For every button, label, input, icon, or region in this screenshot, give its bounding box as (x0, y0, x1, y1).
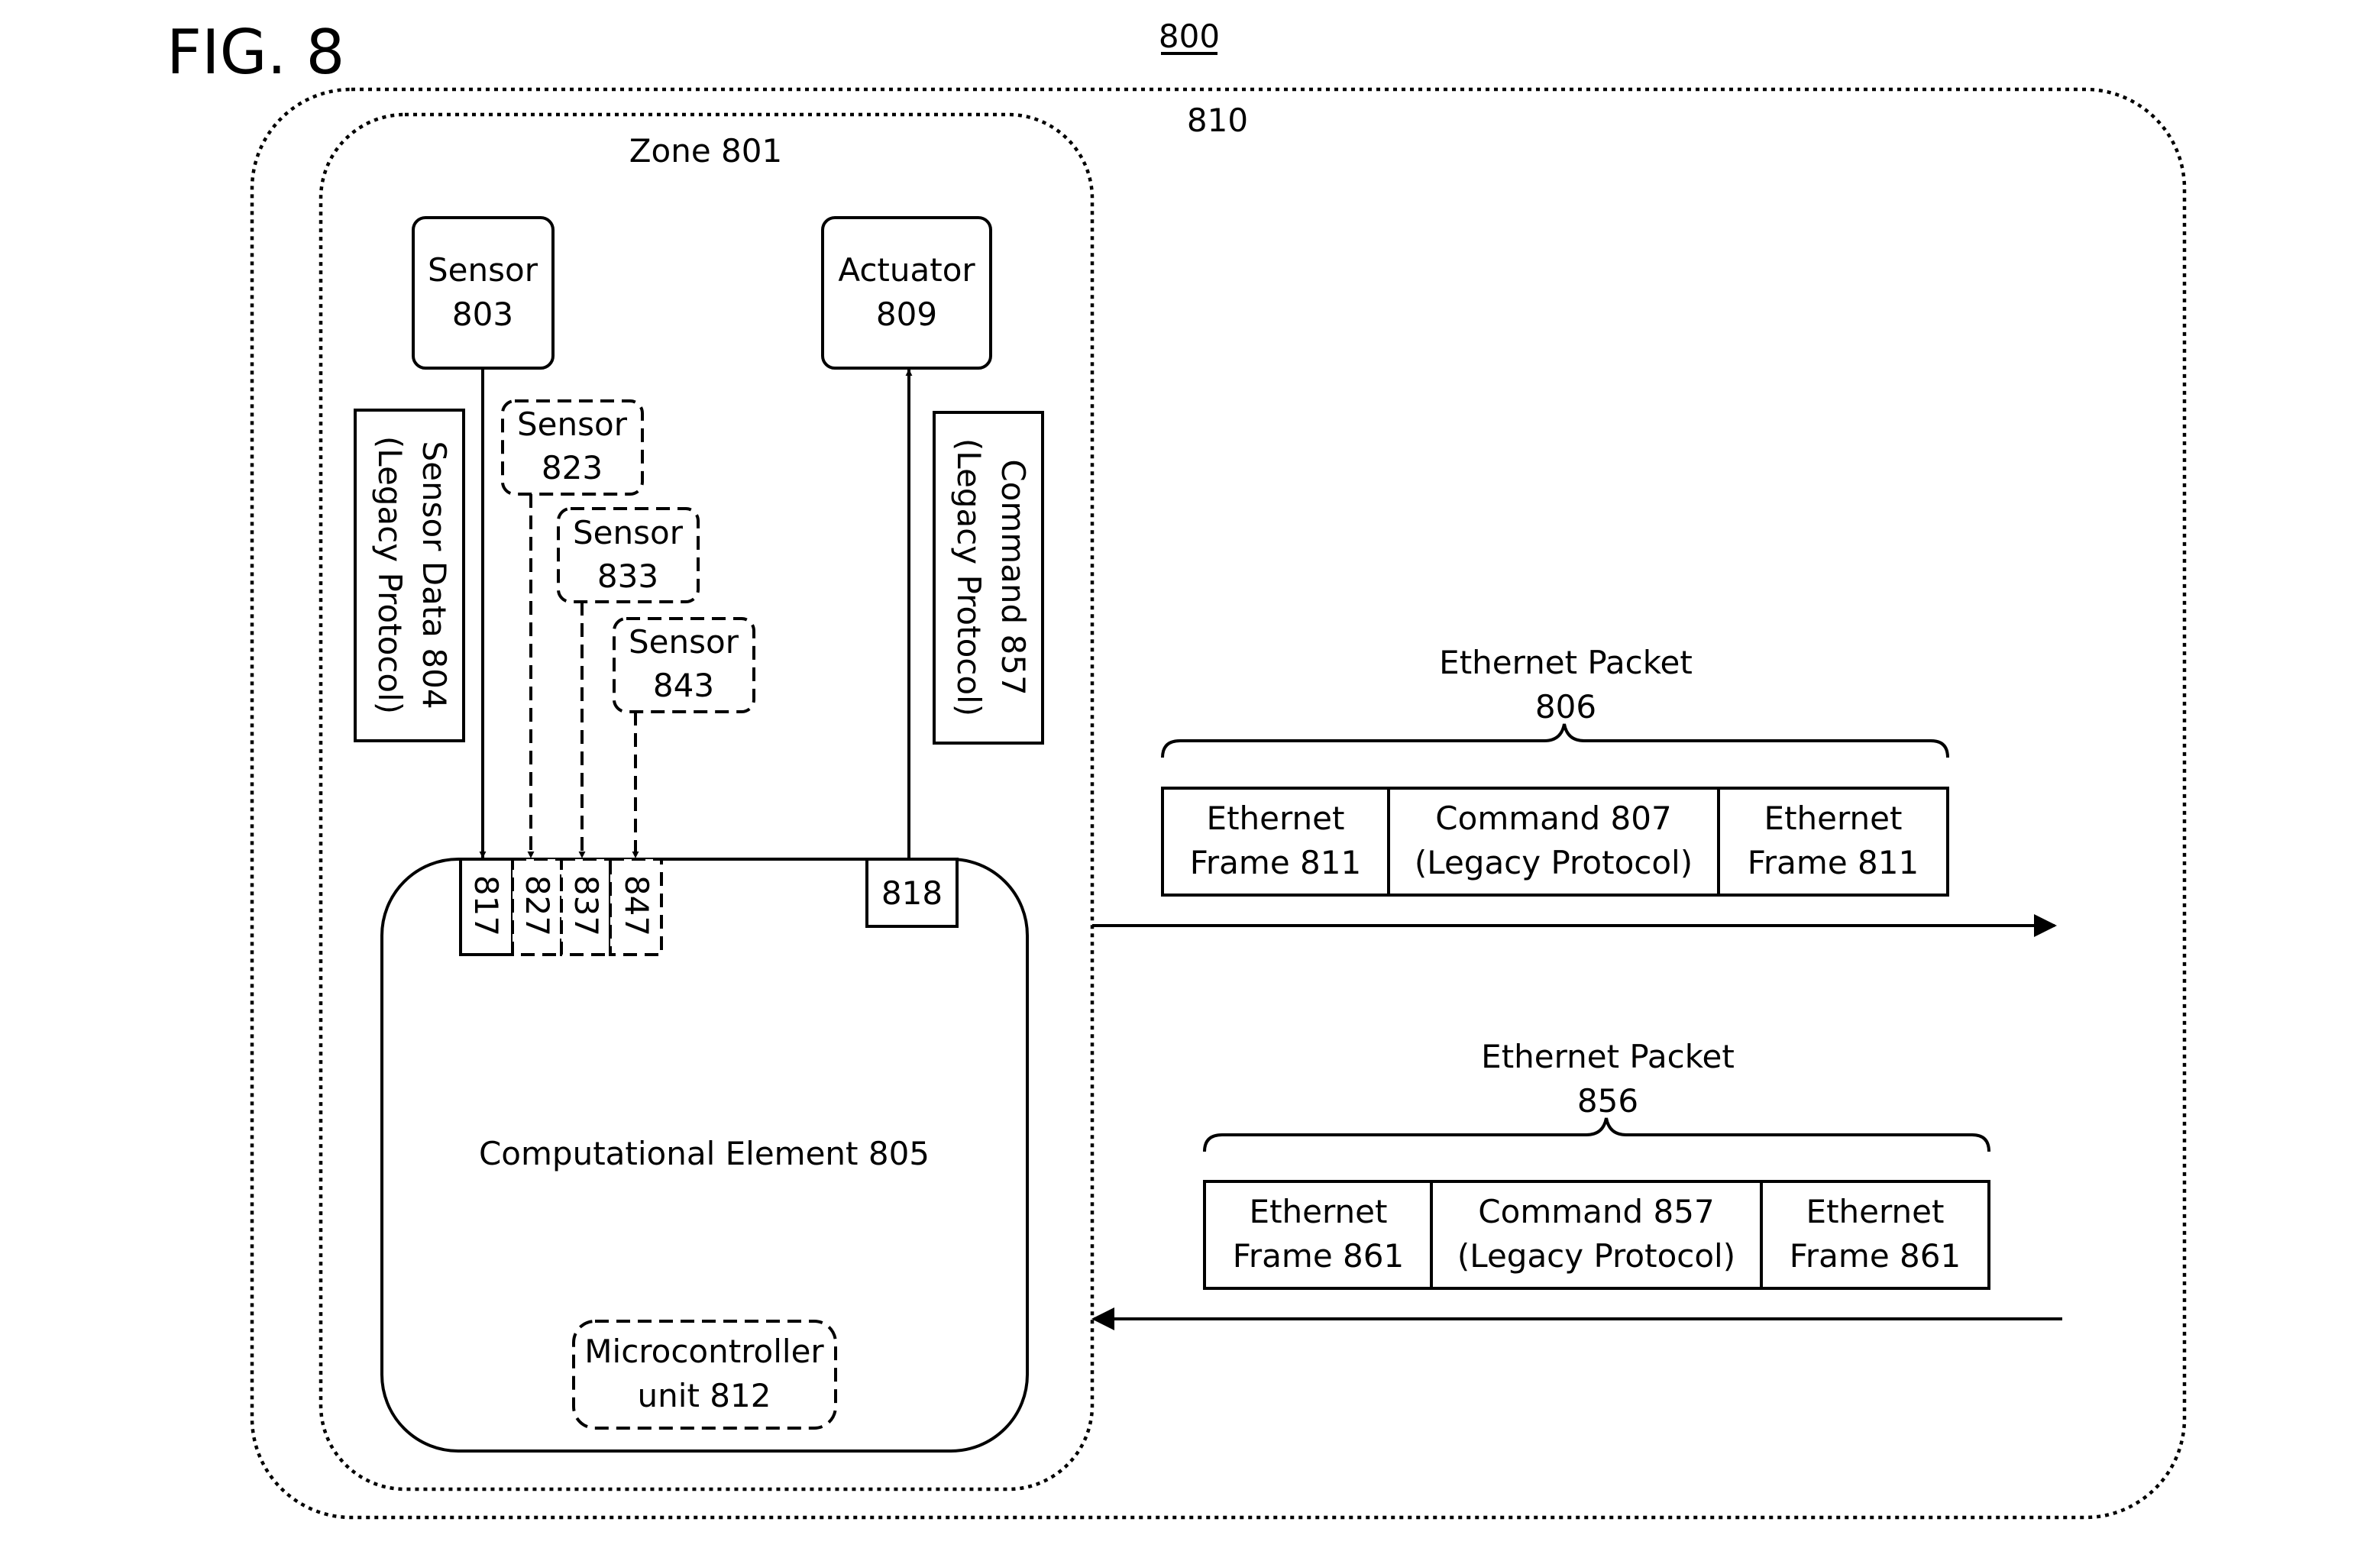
microcontroller-812-line2: unit 812 (638, 1377, 771, 1414)
microcontroller-812-line1: Microcontroller (584, 1333, 824, 1370)
packet-806-cell-2-line2: (Legacy Protocol) (1415, 844, 1693, 881)
port-837-label: 837 (568, 875, 605, 936)
sensor-823-line1: Sensor (517, 406, 628, 443)
sensor-data-804-line1: Sensor Data 804 (416, 441, 453, 709)
port-847-label: 847 (618, 875, 655, 936)
port-847 (609, 858, 663, 956)
actuator-809-line2: 809 (876, 296, 937, 333)
packet-806-cell-1-line1: Ethernet (1207, 800, 1345, 837)
sensor-data-804-line2: (Legacy Protocol) (371, 436, 409, 714)
command-857-vertical-box (933, 411, 1044, 745)
packet-856-ref: 856 (1577, 1082, 1638, 1120)
packet-806-cell-1-line2: Frame 811 (1190, 844, 1361, 881)
packet-856-cell-3-line1: Ethernet (1806, 1193, 1945, 1230)
system-boundary-810 (250, 87, 2187, 1520)
zone-801-label: Zone 801 (629, 132, 782, 170)
sensor-843-line2: 843 (653, 667, 714, 704)
packet-806-cell-2-line1: Command 807 (1435, 800, 1671, 837)
packet-856-title: Ethernet Packet (1481, 1038, 1735, 1075)
figure-ref-800: 800 (1159, 18, 1220, 55)
computational-element-805-box (380, 858, 1029, 1453)
sensor-833-box (557, 507, 700, 603)
sensor-823-box (501, 399, 644, 496)
sensor-833-line1: Sensor (573, 514, 684, 551)
sensor-data-804-box (354, 409, 465, 742)
sensor-843-box (613, 617, 755, 713)
port-837 (560, 858, 612, 956)
packet-856-cell-1-line2: Frame 861 (1233, 1237, 1404, 1275)
packet-806-title: Ethernet Packet (1439, 644, 1693, 681)
packet-806-ref: 806 (1535, 688, 1596, 726)
port-818 (865, 858, 959, 928)
port-827-label: 827 (519, 875, 556, 936)
packet-806-frame (1161, 787, 1949, 897)
sensor-803-box (412, 216, 555, 370)
microcontroller-812-box (572, 1320, 837, 1430)
figure-title: FIG. 8 (167, 17, 344, 88)
sensor-823-line2: 823 (542, 449, 603, 486)
packet-856-cell-2-line1: Command 857 (1478, 1193, 1714, 1230)
packet-856-cell-2-line2: (Legacy Protocol) (1457, 1237, 1735, 1275)
zone-801-boundary (319, 112, 1095, 1491)
port-817-label: 817 (467, 875, 505, 936)
command-857-vertical-line2: (Legacy Protocol) (950, 438, 988, 716)
system-ref-810: 810 (1187, 102, 1248, 139)
computational-element-805-label: Computational Element 805 (479, 1135, 930, 1172)
sensor-803-line2: 803 (452, 296, 513, 333)
packet-856-cell-1-line1: Ethernet (1250, 1193, 1388, 1230)
packet-856-brace (1203, 1117, 1990, 1152)
packet-806-brace (1161, 723, 1949, 758)
command-857-vertical-line1: Command 857 (994, 459, 1032, 695)
packet-856-frame (1203, 1180, 1990, 1290)
packet-856-cell-3-line2: Frame 861 (1790, 1237, 1961, 1275)
sensor-843-line1: Sensor (629, 623, 739, 661)
actuator-809-box (821, 216, 992, 370)
sensor-833-line2: 833 (597, 557, 658, 595)
packet-806-cell-3-line2: Frame 811 (1748, 844, 1919, 881)
packet-806-cell-3-line1: Ethernet (1764, 800, 1903, 837)
sensor-803-line1: Sensor (428, 251, 538, 289)
port-818-label: 818 (881, 874, 943, 912)
actuator-809-line1: Actuator (838, 251, 975, 289)
